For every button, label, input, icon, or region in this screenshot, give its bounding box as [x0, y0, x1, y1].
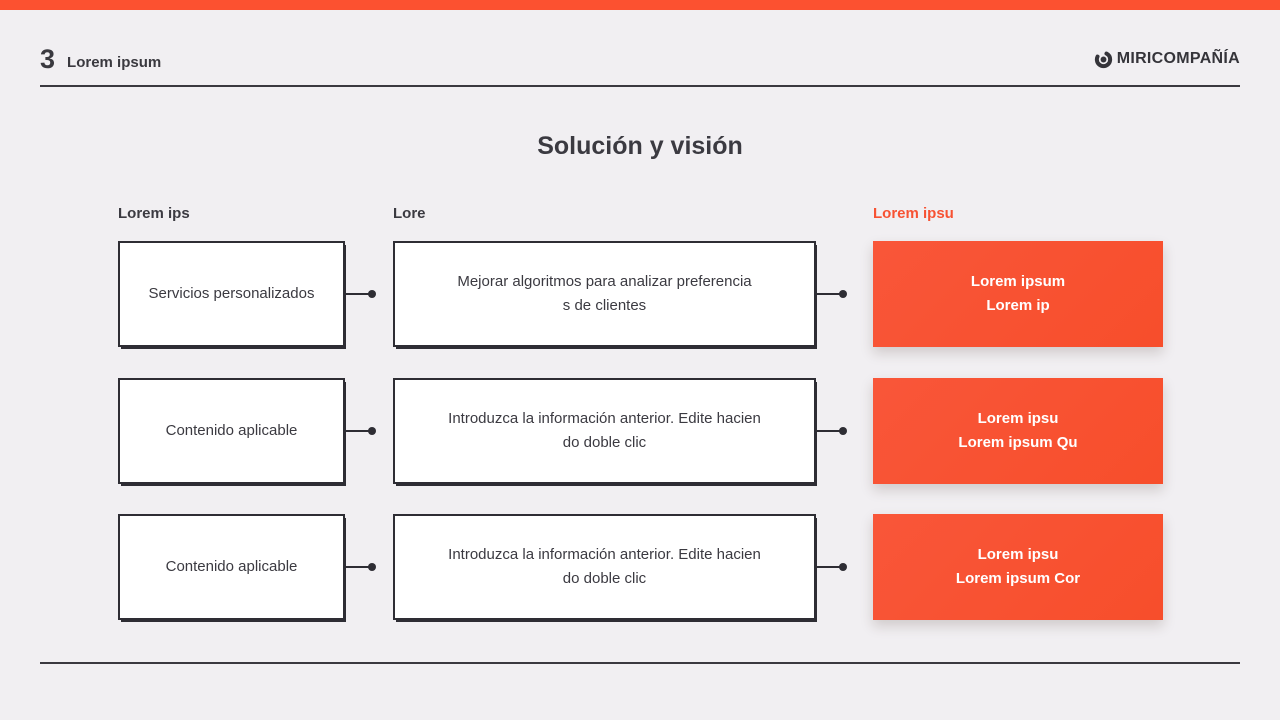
middle-box-line2: do doble clic: [562, 434, 647, 451]
right-box-line1: Lorem ipsum: [970, 273, 1066, 290]
column-header-3: Lorem ipsu: [873, 205, 954, 222]
brand-name: MIRICOMPAÑÍA: [1116, 50, 1240, 67]
middle-box-line1: Mejorar algoritmos para analizar prefere…: [457, 273, 752, 290]
right-box-row3[interactable]: Lorem ipsu Lorem ipsum Cor: [873, 514, 1163, 620]
right-box-text: Lorem ipsum Lorem ip: [953, 270, 1083, 318]
connector-line: [345, 427, 376, 435]
connector-dot: [839, 290, 847, 298]
right-box-text: Lorem ipsu Lorem ipsum Cor: [938, 543, 1098, 591]
connector-dot: [839, 563, 847, 571]
middle-box-row1[interactable]: Mejorar algoritmos para analizar prefere…: [393, 241, 816, 347]
right-box-line2: Lorem ipsum Qu: [958, 434, 1078, 451]
middle-box-line1: Introduzca la información anterior. Edit…: [448, 410, 761, 427]
brand-logo: MIRICOMPAÑÍA: [1094, 50, 1240, 69]
connector-line: [816, 427, 847, 435]
footer-divider: [40, 662, 1240, 664]
middle-box-row3[interactable]: Introduzca la información anterior. Edit…: [393, 514, 816, 620]
connector-line: [816, 563, 847, 571]
slide-number-group: 3 Lorem ipsum: [40, 43, 162, 74]
middle-box-text: Introduzca la información anterior. Edit…: [430, 543, 779, 591]
connector-line: [345, 563, 376, 571]
right-box-line2: Lorem ipsum Cor: [955, 570, 1081, 587]
right-box-line1: Lorem ipsu: [977, 410, 1059, 427]
slide-section-label: Lorem ipsum: [67, 53, 162, 71]
target-swirl-icon: [1094, 50, 1112, 68]
right-box-row1[interactable]: Lorem ipsum Lorem ip: [873, 241, 1163, 347]
connector-line: [816, 290, 847, 298]
left-box-row3[interactable]: Contenido aplicable: [118, 514, 345, 620]
middle-box-line1: Introduzca la información anterior. Edit…: [448, 546, 761, 563]
connector-dot: [368, 290, 376, 298]
header-divider: [40, 85, 1240, 87]
middle-box-line2: do doble clic: [562, 570, 647, 587]
left-box-text: Contenido aplicable: [165, 558, 298, 575]
right-box-row2[interactable]: Lorem ipsu Lorem ipsum Qu: [873, 378, 1163, 484]
slide-number: 3: [40, 43, 56, 74]
top-accent-bar: [0, 0, 1280, 10]
left-box-text: Contenido aplicable: [165, 422, 298, 439]
page-title: Solución y visión: [537, 132, 743, 160]
column-header-2: Lore: [393, 205, 426, 222]
connector-dot: [368, 563, 376, 571]
middle-box-text: Mejorar algoritmos para analizar prefere…: [439, 270, 769, 318]
middle-box-line2: s de clientes: [562, 297, 647, 314]
column-header-1: Lorem ips: [118, 205, 190, 222]
middle-box-text: Introduzca la información anterior. Edit…: [430, 407, 779, 455]
left-box-row2[interactable]: Contenido aplicable: [118, 378, 345, 484]
right-box-line2: Lorem ip: [986, 297, 1050, 314]
right-box-text: Lorem ipsu Lorem ipsum Qu: [940, 407, 1095, 455]
middle-box-row2[interactable]: Introduzca la información anterior. Edit…: [393, 378, 816, 484]
connector-dot: [839, 427, 847, 435]
left-box-row1[interactable]: Servicios personalizados: [118, 241, 345, 347]
left-box-text: Servicios personalizados: [148, 285, 315, 302]
connector-dot: [368, 427, 376, 435]
connector-line: [345, 290, 376, 298]
slide-header: 3 Lorem ipsum MIRICOMPAÑÍA: [40, 38, 1240, 80]
right-box-line1: Lorem ipsu: [977, 546, 1059, 563]
